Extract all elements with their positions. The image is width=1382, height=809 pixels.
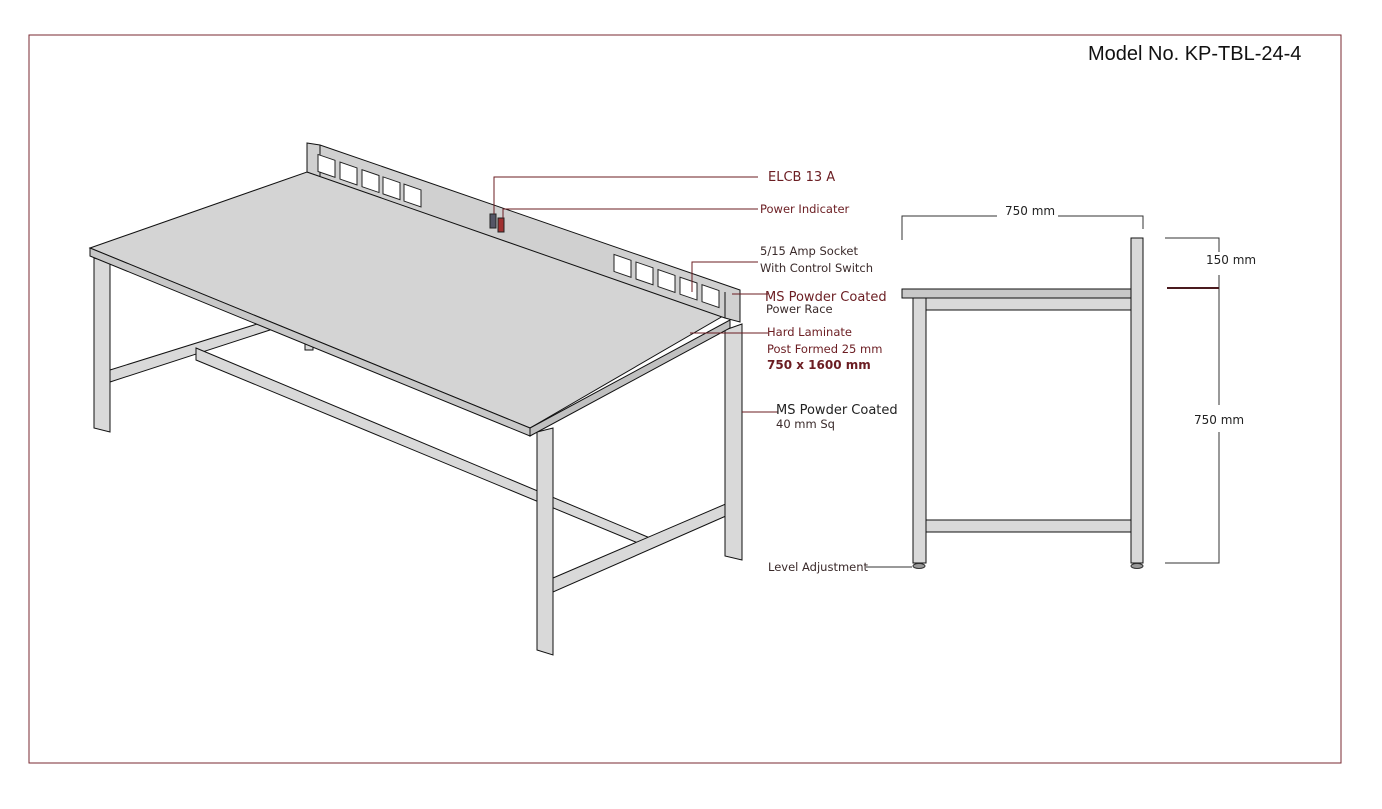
dimension-depth: 750 mm [1005, 204, 1055, 218]
callout-leaders [493, 176, 912, 568]
elcb-switch [489, 213, 497, 229]
side-back-leg [1130, 237, 1144, 564]
callout-frame-2: 40 mm Sq [776, 417, 835, 431]
tabletop [88, 171, 732, 429]
socket-group-left [317, 153, 422, 208]
leg-back-right [724, 323, 743, 561]
side-lower-rail [925, 519, 1132, 533]
side-leg-front [912, 297, 927, 564]
callout-race-1: MS Powder Coated [765, 290, 887, 305]
dimension-race-height: 150 mm [1206, 253, 1256, 267]
drawing-border [28, 34, 1342, 764]
leg-front-left [93, 257, 111, 433]
leg-front-right [536, 427, 554, 656]
isometric-table [88, 142, 743, 656]
socket-group-right [613, 253, 720, 309]
side-tabletop [901, 288, 1132, 299]
callout-frame-1: MS Powder Coated [776, 403, 898, 418]
side-apron [925, 297, 1132, 311]
power-indicator-light [497, 217, 505, 233]
side-view [901, 215, 1220, 569]
callout-power-indicator: Power Indicater [760, 202, 850, 216]
level-foot [912, 563, 926, 569]
callout-elcb: ELCB 13 A [768, 170, 835, 185]
callout-top-1: Hard Laminate [767, 325, 852, 339]
callout-top-3: 750 x 1600 mm [767, 358, 871, 372]
callout-socket-2: With Control Switch [760, 261, 873, 275]
model-number: Model No. KP-TBL-24-4 [1088, 43, 1301, 65]
callout-race-2: Power Race [766, 302, 833, 316]
callout-top-2: Post Formed 25 mm [767, 342, 882, 356]
level-foot [1130, 563, 1144, 569]
dimension-table-height: 750 mm [1194, 413, 1244, 427]
callout-socket-1: 5/15 Amp Socket [760, 244, 858, 258]
callout-level: Level Adjustment [768, 560, 869, 574]
